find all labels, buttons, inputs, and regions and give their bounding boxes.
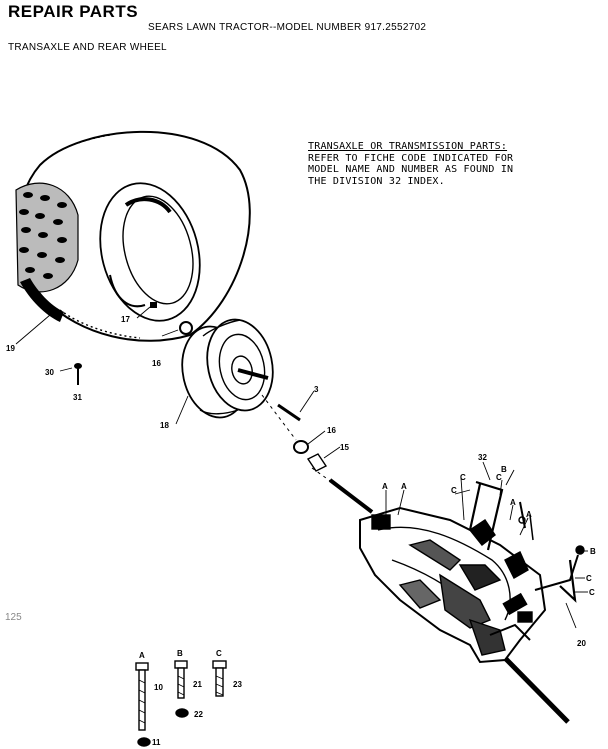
callout-15: 15: [340, 443, 349, 452]
callout-3: 3: [314, 385, 319, 394]
washer: [293, 440, 309, 454]
callout-16-washer: 16: [327, 426, 336, 435]
callout-17: 17: [121, 315, 130, 324]
right-axle: [500, 653, 570, 724]
transaxle-note: TRANSAXLE OR TRANSMISSION PARTS: REFER T…: [308, 141, 588, 187]
callout-hardware-b: B: [177, 649, 183, 658]
hardware-bolts: [135, 660, 227, 747]
callout-16-cap: 16: [152, 359, 161, 368]
wheel-rim: [179, 318, 274, 419]
callout-18: 18: [160, 421, 169, 430]
callout-a: A: [401, 482, 407, 491]
note-line-1: TRANSAXLE OR TRANSMISSION PARTS:: [308, 141, 508, 152]
callout-21: 21: [193, 680, 202, 689]
page-title: REPAIR PARTS: [8, 2, 139, 21]
left-axle: [328, 478, 374, 514]
model-number-line: SEARS LAWN TRACTOR--MODEL NUMBER 917.255…: [148, 22, 427, 33]
section-title: TRANSAXLE AND REAR WHEEL: [8, 42, 167, 53]
callout-hardware-c: C: [216, 649, 222, 658]
callout-11: 11: [152, 738, 161, 747]
rear-tire: [15, 130, 251, 342]
callout-c: C: [586, 574, 592, 583]
callout-hardware-a: A: [139, 651, 145, 660]
callout-20: 20: [577, 639, 586, 648]
spacer: [306, 453, 328, 472]
callout-19: 19: [6, 344, 15, 353]
callout-31: 31: [73, 393, 82, 402]
note-line-4: THE DIVISION 32 INDEX.: [308, 175, 445, 187]
callout-c: C: [496, 473, 502, 482]
callout-23: 23: [233, 680, 242, 689]
callout-a: A: [510, 498, 516, 507]
note-line-2: REFER TO FICHE CODE INDICATED FOR: [308, 152, 514, 164]
transaxle-housing: [359, 480, 585, 664]
callout-32: 32: [478, 453, 487, 462]
callout-a: A: [382, 482, 388, 491]
callout-b: B: [590, 547, 596, 556]
callout-a: A: [526, 510, 532, 519]
callout-c: C: [589, 588, 595, 597]
callout-10: 10: [154, 683, 163, 692]
page-number: 125: [5, 612, 22, 623]
callout-c: C: [460, 473, 466, 482]
callout-b: B: [501, 465, 507, 474]
key: [277, 403, 301, 422]
callout-c: C: [451, 486, 457, 495]
callout-30: 30: [45, 368, 54, 377]
note-line-3: MODEL NAME AND NUMBER AS FOUND IN: [308, 164, 514, 176]
callout-22: 22: [194, 710, 203, 719]
